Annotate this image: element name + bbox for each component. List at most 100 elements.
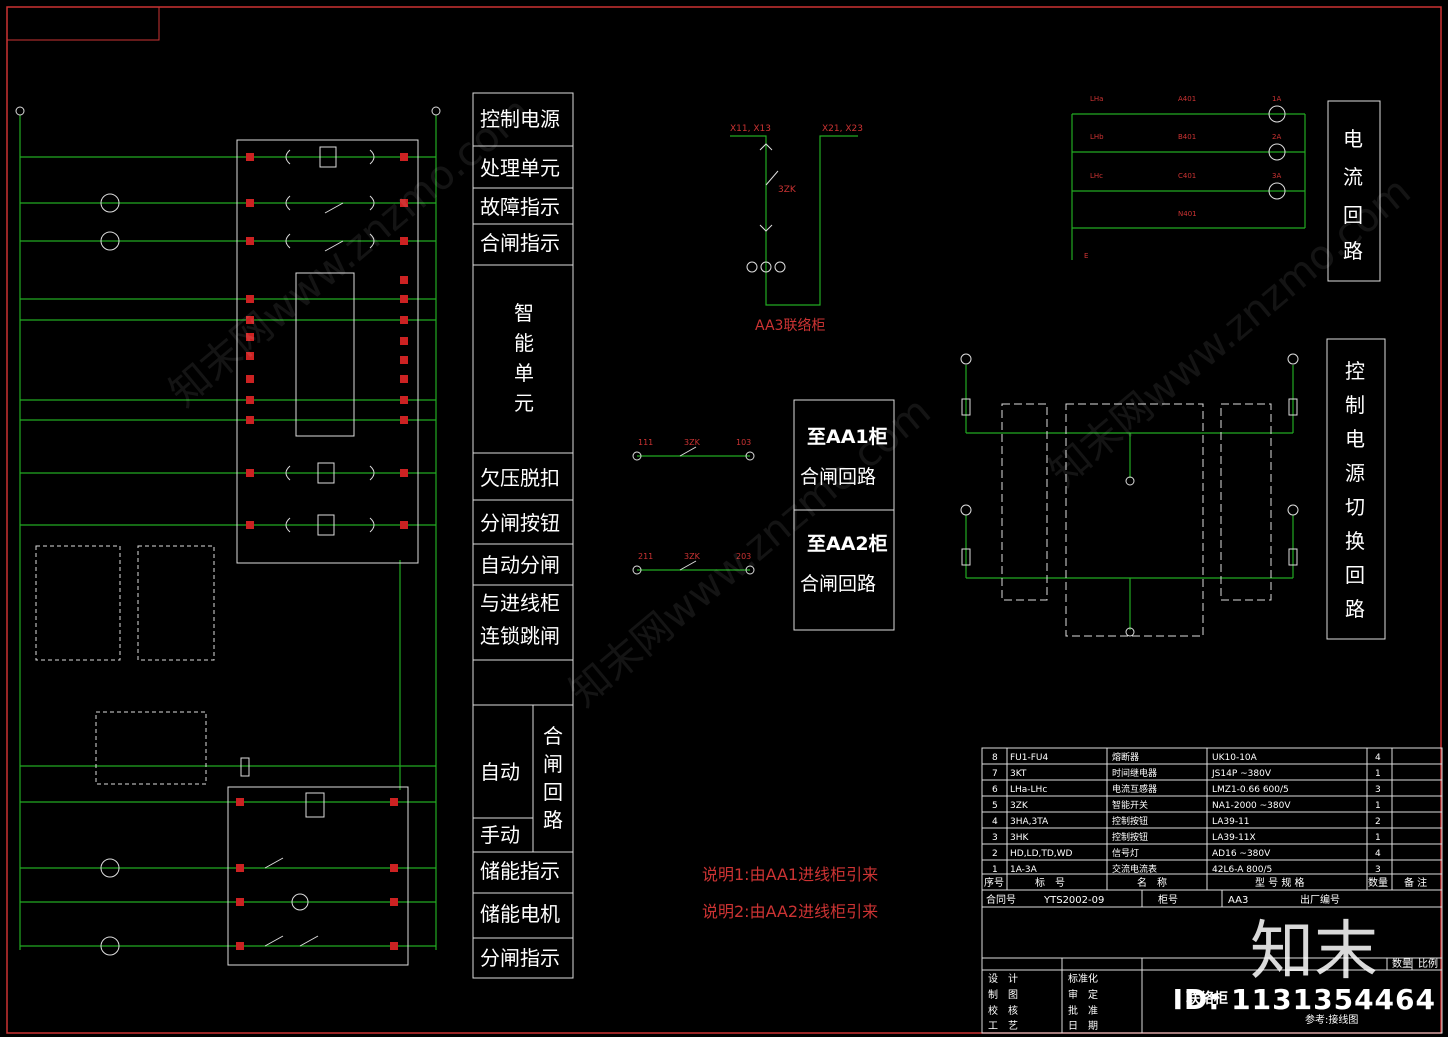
bom-cell: 3: [1375, 785, 1381, 795]
bom-cell: 智能开关: [1112, 799, 1148, 811]
bom-cell: 3: [1375, 865, 1381, 875]
bom-table: [981, 747, 1443, 1034]
switch-loop-title-7: 回: [1345, 563, 1365, 587]
bom-cell: 交流电流表: [1112, 863, 1157, 875]
tb-process: 工 艺: [988, 1020, 1018, 1032]
mini2-a: 211: [638, 552, 653, 561]
contract-label: 合同号: [986, 893, 1016, 906]
switch-loop-title-5: 切: [1345, 495, 1365, 519]
bom-cell: 3: [992, 833, 998, 843]
bom-cell: 2: [992, 849, 998, 859]
bom-header-spec: 型 号 规 格: [1255, 876, 1305, 889]
tb-approve: 批 准: [1068, 1004, 1098, 1017]
bom-cell: LHa-LHc: [1010, 785, 1047, 795]
bom-cell: 3HK: [1010, 833, 1029, 843]
bom-header-code: 标 号: [1035, 877, 1065, 889]
bom-cell: 4: [1375, 849, 1381, 859]
bom-cell: 电流互感器: [1112, 783, 1157, 795]
cabinet-label: 柜号: [1158, 893, 1178, 906]
drawing-title: 联络柜: [1186, 990, 1228, 1007]
label-close-indicator: 合闸指示: [480, 231, 560, 255]
label-control-power: 控制电源: [480, 107, 560, 131]
label-undervoltage: 欠压脱扣: [480, 466, 560, 490]
bom-cell: HD,LD,TD,WD: [1010, 849, 1073, 859]
label-fault-indicator: 故障指示: [480, 195, 560, 219]
bom-cell: 5: [992, 801, 998, 811]
3a-label: 3A: [1272, 172, 1281, 180]
bom-cell: 2: [1375, 817, 1381, 827]
bom-cell: 8: [992, 753, 998, 763]
factory-label: 出厂编号: [1300, 893, 1340, 906]
terminal-blocks: [236, 153, 408, 950]
switch-loop-title-6: 换: [1345, 529, 1365, 553]
id-tag: ID: 1131354464: [1172, 983, 1436, 1016]
current-loop-title-4: 路: [1343, 239, 1363, 263]
switch-loop-title-3: 电: [1345, 427, 1365, 451]
a401-label: A401: [1178, 95, 1196, 103]
aa3-title: AA3联络柜: [755, 318, 825, 334]
bom-cell: 1: [1375, 801, 1381, 811]
label-manual: 手动: [480, 823, 520, 847]
aa3-right-terminals: X21, X23: [822, 124, 863, 134]
tb-date: 日 期: [1068, 1020, 1098, 1032]
current-loop-title-1: 电: [1343, 127, 1363, 151]
bom-cell: 3KT: [1010, 769, 1027, 779]
bom-cell: 信号灯: [1112, 847, 1139, 859]
label-processing-unit: 处理单元: [480, 156, 560, 180]
label-smart-3: 单: [514, 361, 534, 385]
lha-label: LHa: [1090, 95, 1103, 103]
label-close-2: 闸: [543, 752, 563, 776]
label-auto: 自动: [480, 760, 520, 784]
to-aa1-title: 至AA1柜: [807, 426, 888, 448]
bom-cell: 1A-3A: [1010, 865, 1038, 875]
to-aa2-sub: 合闸回路: [800, 573, 876, 595]
switch-loop-title-8: 路: [1345, 597, 1365, 621]
tb-ref: 参考:接线图: [1305, 1013, 1358, 1026]
bom-cell: 1: [1375, 833, 1381, 843]
bom-header-remark: 备 注: [1404, 876, 1427, 889]
label-interlock-1: 与进线柜: [480, 591, 560, 615]
switch-loop-title-4: 源: [1345, 461, 1365, 485]
label-open-button: 分闸按钮: [480, 511, 560, 535]
tb-standard: 标准化: [1068, 972, 1098, 985]
label-close-4: 路: [543, 808, 563, 832]
tb-qty: 数量: [1392, 957, 1412, 970]
label-smart-1: 智: [514, 301, 534, 325]
label-close-1: 合: [543, 724, 563, 748]
bom-cell: 熔断器: [1112, 751, 1139, 763]
switch-loop-title-2: 制: [1345, 393, 1365, 417]
tb-review: 审 定: [1068, 988, 1098, 1001]
mini1-a: 111: [638, 438, 653, 447]
earth-label: E: [1084, 252, 1088, 260]
label-smart-2: 能: [514, 331, 534, 355]
c401-label: C401: [1178, 172, 1196, 180]
tb-scale: 比例: [1418, 957, 1438, 970]
bom-cell: 3ZK: [1010, 801, 1029, 811]
current-loop-title-2: 流: [1343, 165, 1363, 189]
current-loop-title-3: 回: [1343, 203, 1363, 227]
bom-cell: 6: [992, 785, 998, 795]
note-2: 说明2:由AA2进线柜引来: [702, 902, 878, 921]
current-loop: [1071, 113, 1306, 260]
mini2-c: 203: [736, 552, 751, 561]
label-storage-motor: 储能电机: [480, 902, 560, 926]
mini2-b: 3ZK: [684, 552, 701, 561]
n401-label: N401: [1178, 210, 1197, 218]
bom-cell: 控制按钮: [1112, 831, 1148, 843]
bom-cell: UK10-10A: [1212, 753, 1258, 763]
bom-header-qty: 数量: [1368, 876, 1388, 889]
1a-label: 1A: [1272, 95, 1281, 103]
bom-header-index: 序号: [984, 876, 1004, 889]
switch-loop-title-1: 控: [1345, 359, 1365, 383]
aa3-switch-label: 3ZK: [778, 185, 797, 195]
tb-check: 校 核: [988, 1004, 1018, 1017]
to-aa2-title: 至AA2柜: [807, 533, 888, 555]
power-switch-loop: [965, 365, 1294, 630]
bom-cell: LA39-11: [1212, 817, 1250, 827]
note-1: 说明1:由AA1进线柜引来: [702, 865, 878, 884]
bom-cell: 1: [1375, 769, 1381, 779]
mini1-c: 103: [736, 438, 751, 447]
bom-cell: JS14P ~380V: [1211, 769, 1272, 779]
lhc-label: LHc: [1090, 172, 1103, 180]
